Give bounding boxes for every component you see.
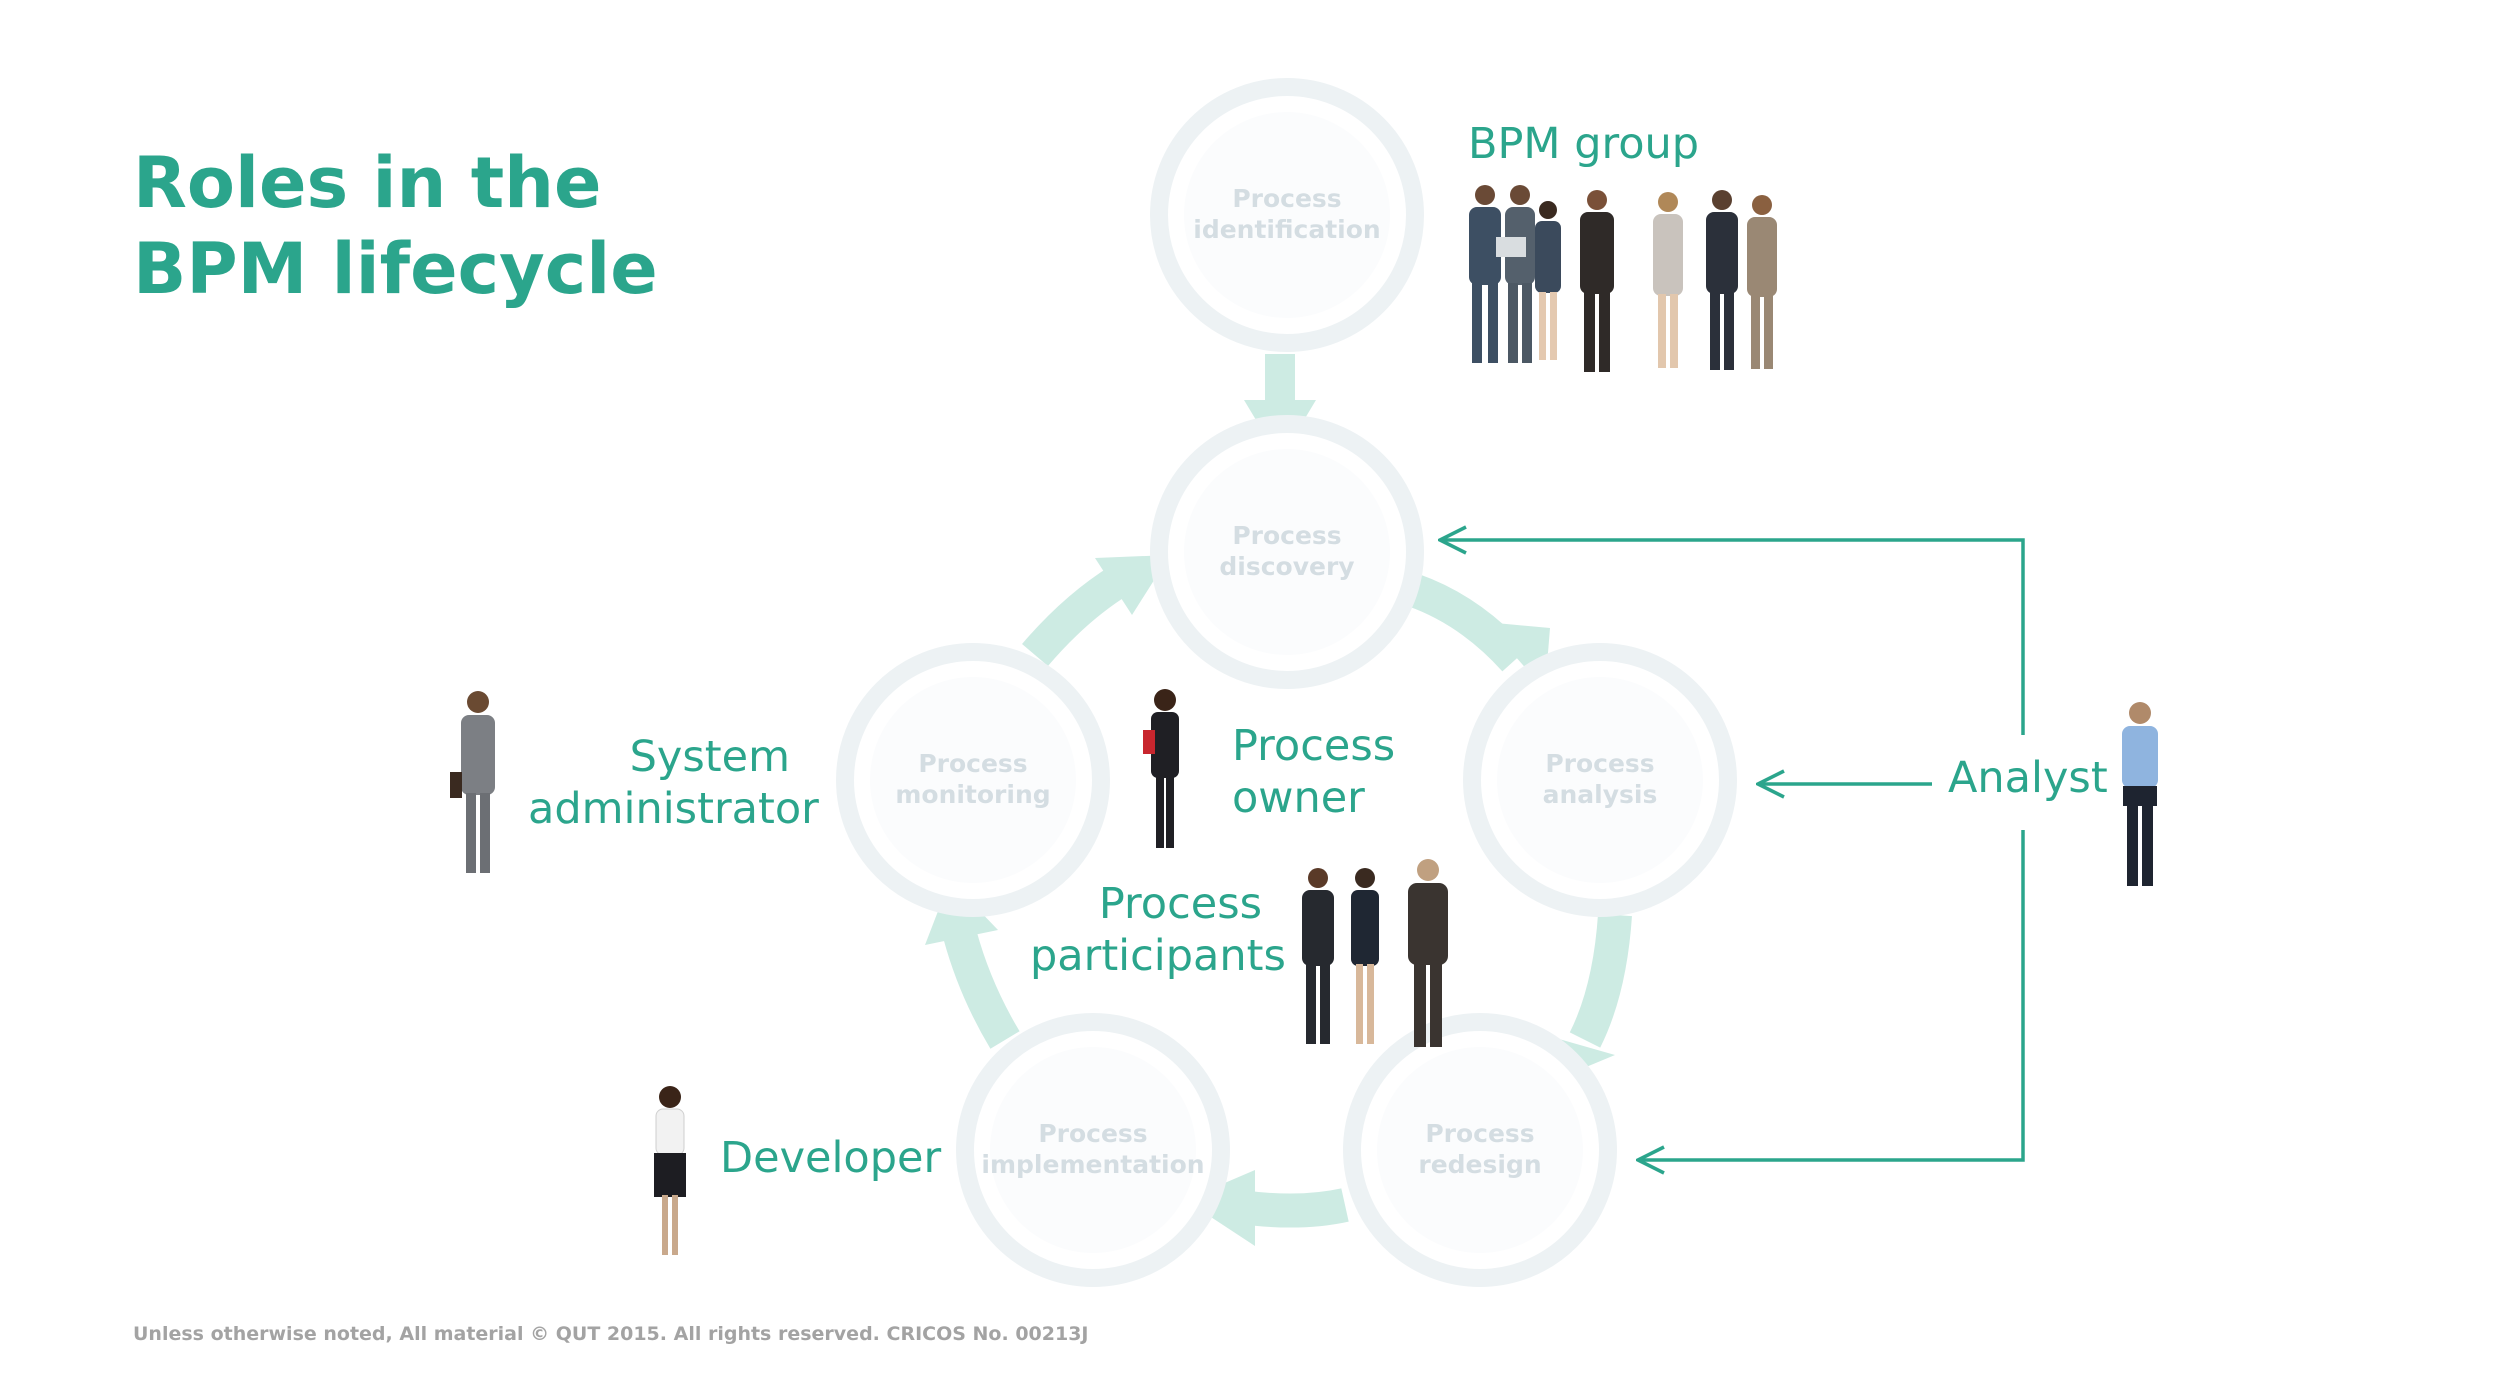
phase-label-line-1: Process	[1425, 1119, 1534, 1148]
phase-analysis: Process analysis	[1463, 643, 1737, 917]
person-figure	[1580, 190, 1614, 372]
phase-label-line-2: monitoring	[895, 780, 1050, 809]
role-label-line-1: Process	[1232, 721, 1396, 771]
phase-label-line-1: Process	[1232, 184, 1341, 213]
phase-label-line-1: Process	[1038, 1119, 1147, 1148]
phase-discovery: Process discovery	[1150, 415, 1424, 689]
process-owner-person-image	[1143, 689, 1179, 848]
role-label-analyst: Analyst	[1948, 753, 2108, 803]
role-label-line-2: owner	[1232, 773, 1365, 823]
connector-to-discovery	[1440, 540, 2025, 735]
role-label-line-2: participants	[1030, 931, 1286, 981]
copyright-footer: Unless otherwise noted, All material © Q…	[133, 1323, 1089, 1345]
role-label-bpm-group: BPM group	[1468, 119, 1700, 169]
system-administrator-person-image	[450, 691, 495, 873]
person-figure	[1747, 195, 1777, 369]
phase-redesign: Process redesign	[1343, 1013, 1617, 1287]
process-participants-people-image	[1302, 859, 1448, 1047]
connector-to-redesign	[1638, 830, 2025, 1160]
phase-label-line-1: Process	[1545, 749, 1654, 778]
role-label-developer: Developer	[720, 1133, 942, 1183]
title-line-2: BPM lifecycle	[133, 228, 658, 310]
phase-label-line-1: Process	[918, 749, 1027, 778]
role-label-line-1: System	[629, 732, 790, 782]
phase-label-line-2: identification	[1193, 215, 1380, 244]
slide-title: Roles in the BPM lifecycle	[133, 140, 658, 312]
person-figure	[1469, 185, 1501, 363]
person-figure	[1408, 859, 1448, 1047]
role-label-line-2: administrator	[528, 784, 819, 834]
person-figure	[1351, 868, 1379, 1044]
role-label-process-owner: Process owner	[1232, 720, 1395, 824]
person-figure	[1496, 185, 1535, 363]
person-figure	[1302, 868, 1334, 1044]
title-line-1: Roles in the	[133, 142, 602, 224]
developer-person-image	[654, 1086, 686, 1255]
phase-label-line-2: analysis	[1543, 780, 1658, 809]
bpm-group-people-image	[1469, 185, 1777, 372]
phase-label-line-2: discovery	[1219, 552, 1354, 581]
phase-implementation: Process implementation	[956, 1013, 1230, 1287]
phase-label-line-1: Process	[1232, 521, 1341, 550]
phase-label-line-2: implementation	[981, 1150, 1204, 1179]
arrow-monitoring-to-discovery	[1022, 555, 1170, 667]
role-label-process-participants: Process participants	[1030, 878, 1286, 982]
role-label-system-administrator: System administrator	[528, 731, 819, 835]
person-figure	[1535, 201, 1561, 360]
phase-label-line-2: redesign	[1418, 1150, 1541, 1179]
analyst-person-image	[2122, 702, 2158, 886]
person-figure	[1653, 192, 1683, 368]
person-figure	[1706, 190, 1738, 370]
role-label-line-1: Process	[1098, 879, 1262, 929]
phase-monitoring: Process monitoring	[836, 643, 1110, 917]
arrow-redesign-to-implementation	[1185, 1170, 1349, 1246]
phase-identification: Process identification	[1150, 78, 1424, 352]
analyst-connectors	[1440, 540, 2025, 1160]
